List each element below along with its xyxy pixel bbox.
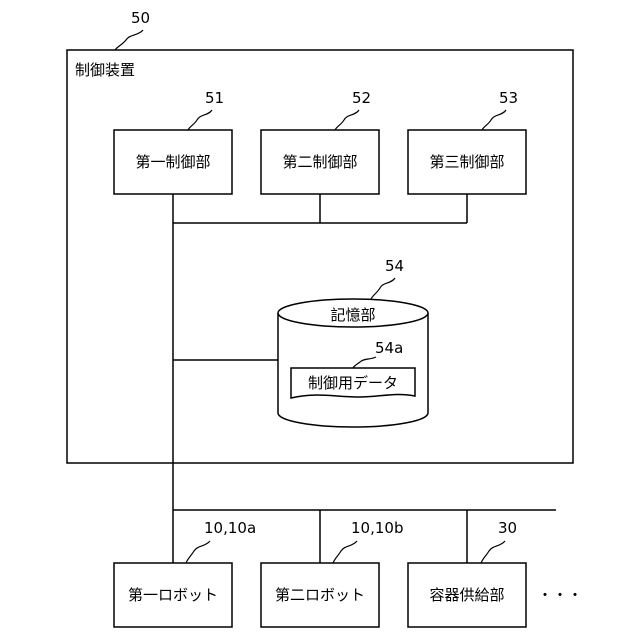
control-device-ref: 50 xyxy=(131,9,150,27)
control-data-ref: 54a xyxy=(375,339,403,357)
controller-ref-3: 53 xyxy=(499,89,518,107)
device-ref-3: 30 xyxy=(498,519,517,537)
controller-label-2: 第二制御部 xyxy=(282,153,357,171)
device-leader-3 xyxy=(481,541,505,563)
controller-ref-2: 52 xyxy=(352,89,371,107)
control-device-leader xyxy=(115,30,143,50)
device-label-1: 第一ロボット xyxy=(128,586,218,604)
device-label-2: 第二ロボット xyxy=(275,586,365,604)
controller-label-3: 第三制御部 xyxy=(429,153,504,171)
device-label-3: 容器供給部 xyxy=(429,586,504,604)
control-data-label: 制御用データ xyxy=(308,374,398,392)
device-ref-1: 10,10a xyxy=(204,519,256,537)
storage-label: 記憶部 xyxy=(330,306,375,324)
control-device-label: 制御装置 xyxy=(75,61,135,79)
more-devices-ellipsis: ・・・ xyxy=(537,586,582,604)
controller-label-1: 第一制御部 xyxy=(135,153,210,171)
storage-ref: 54 xyxy=(385,257,404,275)
device-leader-2 xyxy=(333,541,357,563)
controller-ref-1: 51 xyxy=(205,89,224,107)
device-leader-1 xyxy=(186,541,210,563)
device-ref-2: 10,10b xyxy=(351,519,403,537)
